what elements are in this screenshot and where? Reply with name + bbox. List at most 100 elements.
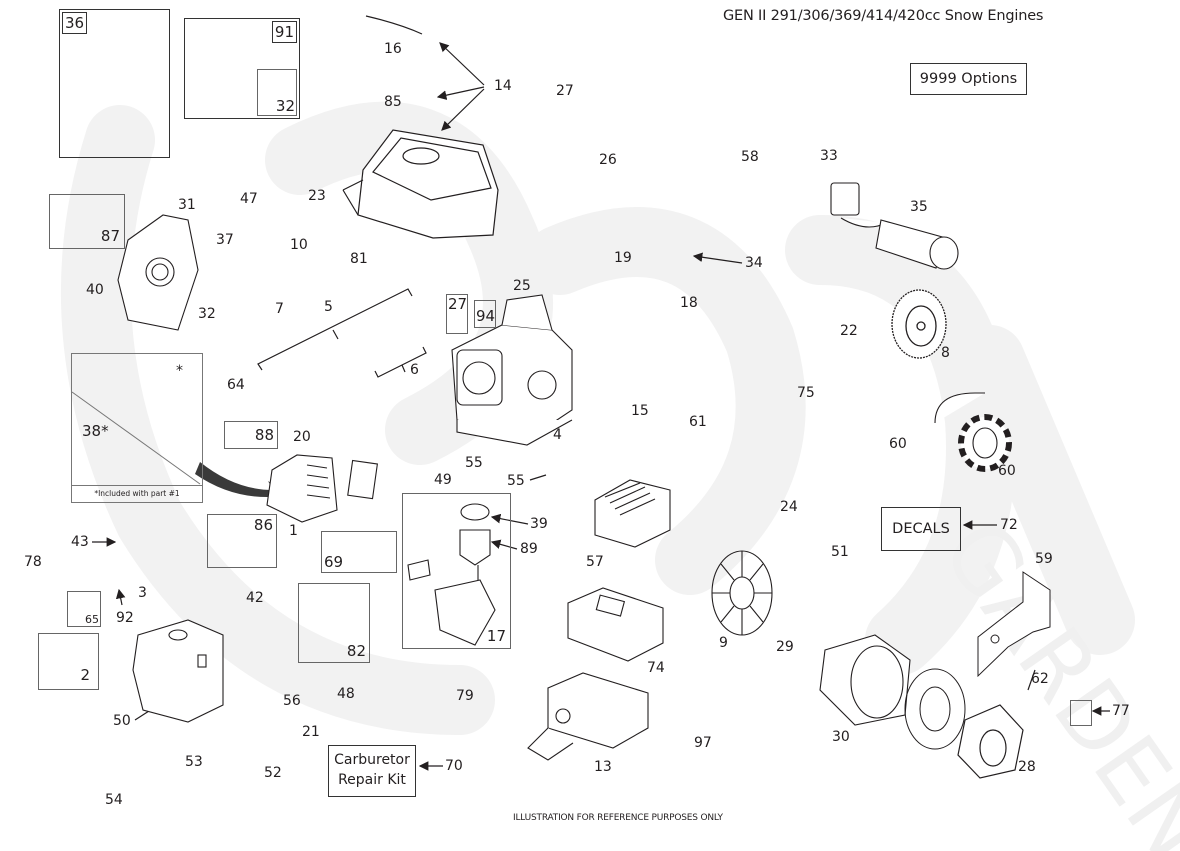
part-label-52[interactable]: 52 bbox=[264, 765, 282, 781]
flywheel-drawing bbox=[889, 288, 949, 360]
part-label-28[interactable]: 28 bbox=[1018, 759, 1036, 775]
part-label-8[interactable]: 8 bbox=[941, 345, 950, 361]
part-label-77[interactable]: 77 bbox=[1112, 703, 1130, 719]
stator-drawing bbox=[930, 388, 1015, 473]
part-label-35[interactable]: 35 bbox=[910, 199, 928, 215]
part-label-19[interactable]: 19 bbox=[614, 250, 632, 266]
part-label-34[interactable]: 34 bbox=[745, 255, 763, 271]
screw-kit-87-box[interactable]: 87 bbox=[49, 194, 125, 249]
kit-27-box[interactable]: 27 bbox=[446, 294, 468, 334]
part-label-97[interactable]: 97 bbox=[694, 735, 712, 751]
cylinder-head-drawing bbox=[262, 450, 378, 525]
part-label-33[interactable]: 33 bbox=[820, 148, 838, 164]
part-label-62[interactable]: 62 bbox=[1031, 671, 1049, 687]
part-label-54[interactable]: 54 bbox=[105, 792, 123, 808]
part-label-21[interactable]: 21 bbox=[302, 724, 320, 740]
part-label-92[interactable]: 92 bbox=[116, 610, 134, 626]
bolt-kit-65-box[interactable]: 65 bbox=[67, 591, 101, 627]
part-label-89[interactable]: 89 bbox=[520, 541, 538, 557]
part-label-15[interactable]: 15 bbox=[631, 403, 649, 419]
carburetor-assembly-box[interactable]: 17 bbox=[402, 493, 511, 649]
part-label-30[interactable]: 30 bbox=[832, 729, 850, 745]
part-label-25[interactable]: 25 bbox=[513, 278, 531, 294]
part-label-72[interactable]: 72 bbox=[1000, 517, 1018, 533]
part-label-47[interactable]: 47 bbox=[240, 191, 258, 207]
part-label-81[interactable]: 81 bbox=[350, 251, 368, 267]
kit-label-86: 86 bbox=[253, 516, 273, 534]
part-label-9[interactable]: 9 bbox=[719, 635, 728, 651]
part-label-60-stator[interactable]: 60 bbox=[998, 463, 1016, 479]
part-label-85[interactable]: 85 bbox=[384, 94, 402, 110]
fastener-kit-77-box[interactable] bbox=[1070, 700, 1092, 726]
part-label-48[interactable]: 48 bbox=[337, 686, 355, 702]
decals-callout[interactable]: DECALS bbox=[881, 507, 961, 551]
carb-kit-line2: Repair Kit bbox=[338, 772, 406, 788]
part-label-29[interactable]: 29 bbox=[776, 639, 794, 655]
kit-2-box[interactable]: 2 bbox=[38, 633, 99, 690]
kit-label-38: 38* bbox=[82, 422, 109, 440]
part-label-53[interactable]: 53 bbox=[185, 754, 203, 770]
part-label-10[interactable]: 10 bbox=[290, 237, 308, 253]
part-label-32[interactable]: 32 bbox=[198, 306, 216, 322]
part-label-39[interactable]: 39 bbox=[530, 516, 548, 532]
part-label-31[interactable]: 31 bbox=[178, 197, 196, 213]
kit-94-box[interactable]: 94 bbox=[474, 300, 496, 328]
part-label-51[interactable]: 51 bbox=[831, 544, 849, 560]
part-label-64[interactable]: 64 bbox=[227, 377, 245, 393]
part-label-60-lead[interactable]: 60 bbox=[889, 436, 907, 452]
gasket-kit-82-box[interactable]: 82 bbox=[298, 583, 370, 663]
part-label-57[interactable]: 57 bbox=[586, 554, 604, 570]
blower-housing-drawing bbox=[128, 610, 228, 725]
options-callout[interactable]: 9999 Options bbox=[910, 63, 1027, 95]
part-label-43[interactable]: 43 bbox=[71, 534, 89, 550]
part-label-61[interactable]: 61 bbox=[689, 414, 707, 430]
part-label-26[interactable]: 26 bbox=[599, 152, 617, 168]
valve-kit-note-box[interactable]: * 38* *Included with part #1 bbox=[71, 353, 203, 503]
part-label-24[interactable]: 24 bbox=[780, 499, 798, 515]
bearing-subbox[interactable]: 32 bbox=[257, 69, 297, 116]
carburetor-drawing bbox=[407, 500, 500, 650]
part-label-22[interactable]: 22 bbox=[840, 323, 858, 339]
part-label-49[interactable]: 49 bbox=[434, 472, 452, 488]
part-label-7[interactable]: 7 bbox=[275, 301, 284, 317]
stud-kit-69-box[interactable]: 69 bbox=[321, 531, 397, 573]
crankcase-gasket-box[interactable]: 91 32 bbox=[184, 18, 300, 119]
fuel-tank-drawing bbox=[342, 120, 508, 240]
part-label-78[interactable]: 78 bbox=[24, 554, 42, 570]
muffler-guard-drawing bbox=[590, 475, 675, 550]
part-label-59[interactable]: 59 bbox=[1035, 551, 1053, 567]
part-label-13[interactable]: 13 bbox=[594, 759, 612, 775]
part-label-79[interactable]: 79 bbox=[456, 688, 474, 704]
part-label-55-pin[interactable]: 55 bbox=[465, 455, 483, 471]
part-label-56[interactable]: 56 bbox=[283, 693, 301, 709]
part-label-1[interactable]: 1 bbox=[289, 523, 298, 539]
screw-kit-86-box[interactable]: 86 bbox=[207, 514, 277, 568]
part-label-23[interactable]: 23 bbox=[308, 188, 326, 204]
part-label-50[interactable]: 50 bbox=[113, 713, 131, 729]
part-label-55-rod[interactable]: 55 bbox=[507, 473, 525, 489]
reference-disclaimer: ILLUSTRATION FOR REFERENCE PURPOSES ONLY bbox=[513, 813, 723, 823]
shroud-drawing bbox=[815, 630, 915, 730]
part-label-70[interactable]: 70 bbox=[445, 758, 463, 774]
part-label-37[interactable]: 37 bbox=[216, 232, 234, 248]
part-label-16[interactable]: 16 bbox=[384, 41, 402, 57]
asterisk-mark: * bbox=[176, 363, 183, 379]
part-label-40[interactable]: 40 bbox=[86, 282, 104, 298]
part-label-14[interactable]: 14 bbox=[494, 78, 512, 94]
part-label-5[interactable]: 5 bbox=[324, 299, 333, 315]
part-label-20[interactable]: 20 bbox=[293, 429, 311, 445]
kit-label-36: 36 bbox=[62, 12, 88, 34]
carburetor-repair-kit-callout[interactable]: Carburetor Repair Kit bbox=[328, 745, 416, 797]
part-label-42[interactable]: 42 bbox=[246, 590, 264, 606]
part-label-6[interactable]: 6 bbox=[410, 362, 419, 378]
part-label-58[interactable]: 58 bbox=[741, 149, 759, 165]
part-label-4[interactable]: 4 bbox=[553, 427, 562, 443]
part-label-75[interactable]: 75 bbox=[797, 385, 815, 401]
part-label-18[interactable]: 18 bbox=[680, 295, 698, 311]
muffler-assembly-drawing bbox=[518, 668, 653, 768]
screw-kit-88-box[interactable]: 88 bbox=[224, 421, 278, 449]
part-label-3[interactable]: 3 bbox=[138, 585, 147, 601]
gasket-set-box[interactable]: 36 bbox=[59, 9, 170, 158]
part-label-74[interactable]: 74 bbox=[647, 660, 665, 676]
part-label-27[interactable]: 27 bbox=[556, 83, 574, 99]
